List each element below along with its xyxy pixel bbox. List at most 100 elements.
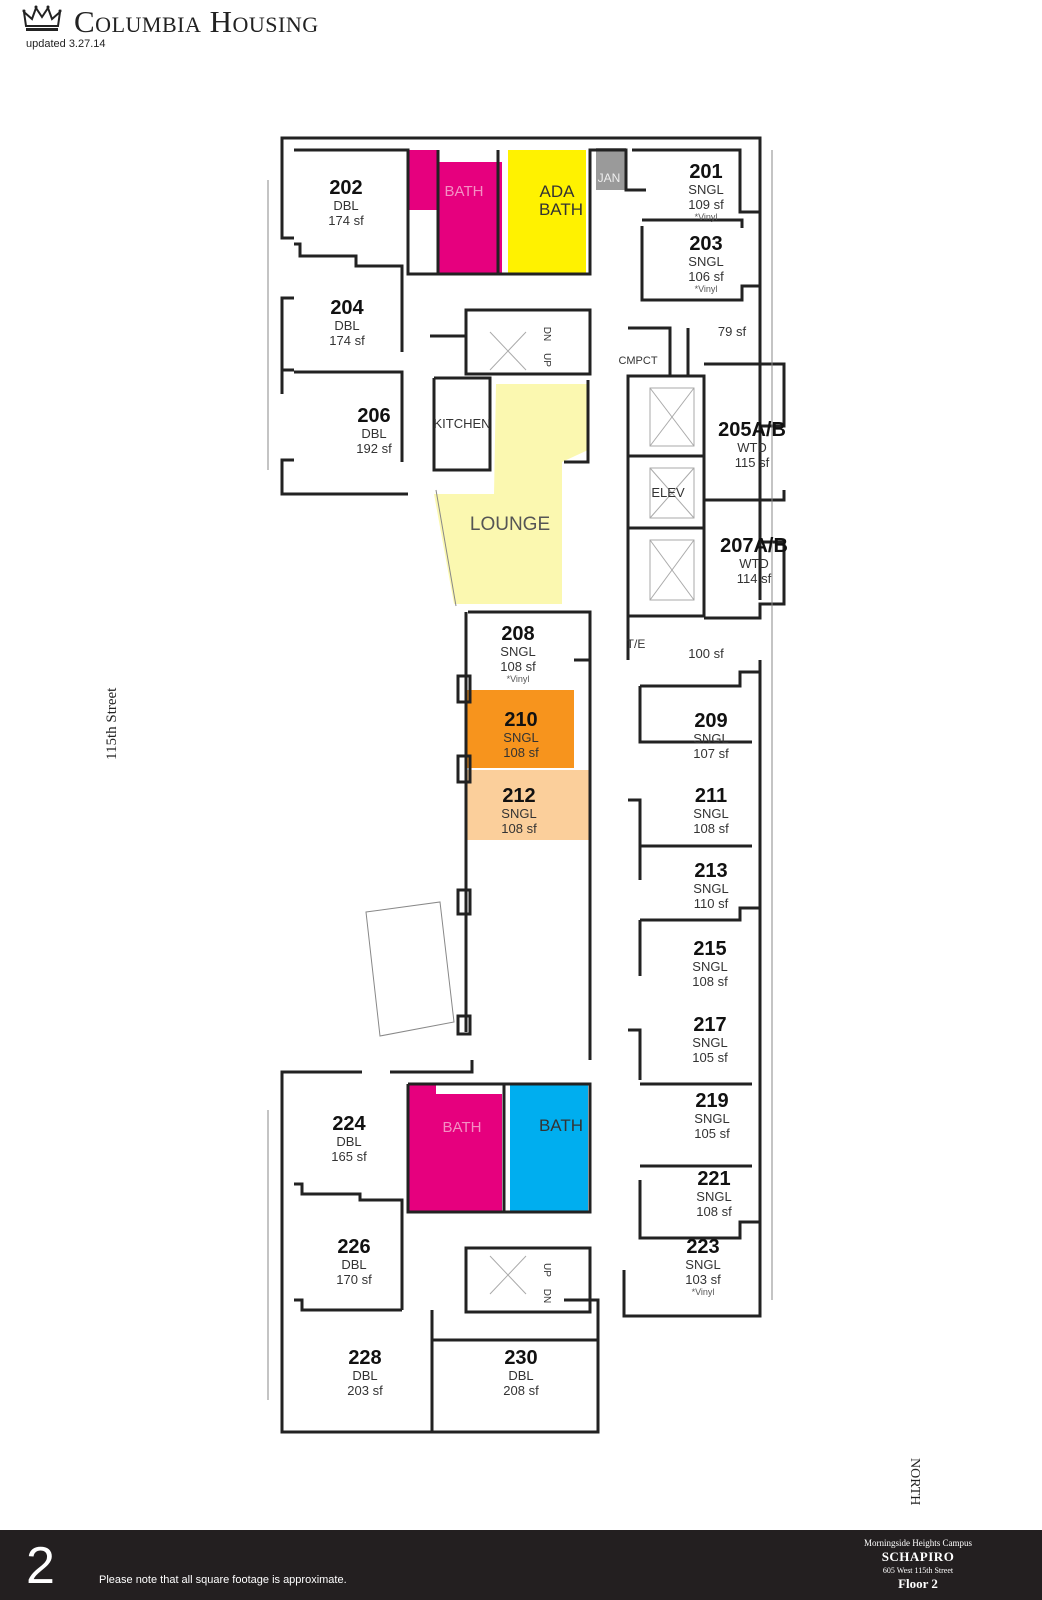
room-type: SNGL [692,1035,727,1050]
room-area: 105 sf [692,1050,728,1065]
lounge-area [434,384,588,604]
elev-label: ELEV [651,485,685,500]
stair-dn-north: DN [541,327,552,341]
room-type: DBL [361,426,386,441]
bath-pink-north [409,150,502,274]
room-area: 105 sf [694,1126,730,1141]
room-210-fill [466,690,574,768]
room-number-217: 217 [693,1014,726,1036]
room-number-213: 213 [694,860,727,882]
room-type: SNGL [688,254,723,269]
room-area: 174 sf [328,213,364,228]
ada-label: ADA [540,182,576,201]
room-type: WTD [737,440,767,455]
area-79-label: 79 sf [718,324,747,339]
room-number-208: 208 [501,623,534,645]
room-area: 108 sf [693,821,729,836]
room-number-209: 209 [694,710,727,732]
room-type: SNGL [693,731,728,746]
area-100-label: 100 sf [688,646,724,661]
room-area: 110 sf [694,896,729,911]
room-number-228: 228 [348,1347,381,1369]
room-type: DBL [508,1368,533,1383]
bath-label-south: BATH [443,1119,482,1136]
room-number-207AB: 207A/B [720,535,788,557]
room-type: DBL [336,1134,361,1149]
bath-label-north: BATH [445,183,484,200]
room-note: *Vinyl [692,1287,715,1297]
te-label: T/E [627,637,646,651]
janitor-gray [596,148,626,190]
floor-number: 2 [26,1537,55,1595]
room-area: 108 sf [696,1204,732,1219]
room-type: DBL [334,318,359,333]
crown-logo-icon [22,5,62,31]
room-number-203: 203 [689,233,722,255]
jan-label: JAN [598,171,621,185]
room-area: 115 sf [735,455,770,470]
room-area: 208 sf [503,1383,539,1398]
ada-bath-yellow [508,150,586,274]
room-area: 174 sf [329,333,365,348]
building-name: SCHAPIRO [881,1549,955,1565]
room-type: SNGL [688,182,723,197]
room-area: 170 sf [336,1272,372,1287]
lounge-label: LOUNGE [470,514,550,535]
stair-up-north: UP [541,353,552,367]
room-number-223: 223 [686,1236,719,1258]
room-area: 114 sf [737,571,772,586]
footer-bar: 2 Please note that all square footage is… [0,1530,1042,1600]
room-type: DBL [341,1257,366,1272]
room-number-204: 204 [330,297,364,319]
room-number-211: 211 [695,785,727,807]
room-area: 109 sf [688,197,724,212]
room-type: SNGL [692,959,727,974]
bath-pink-south [408,1084,502,1212]
bath-label-blue: BATH [539,1116,583,1135]
room-type: SNGL [693,881,728,896]
room-type: SNGL [696,1189,731,1204]
room-area: 165 sf [331,1149,367,1164]
kitchen-label: KITCHEN [433,416,490,431]
room-type: SNGL [500,644,535,659]
room-type: SNGL [694,1111,729,1126]
room-area: 103 sf [685,1272,721,1287]
campus-name: Morningside Heights Campus [864,1538,972,1548]
room-number-219: 219 [695,1090,728,1112]
room-area: 108 sf [503,745,539,760]
room-number-206: 206 [357,405,390,427]
room-number-221: 221 [697,1168,730,1190]
stair-dn-south: DN [541,1289,552,1303]
stair-up-south: UP [541,1263,552,1277]
bath-blue [510,1084,588,1212]
room-type: SNGL [501,806,536,821]
floor-plan: BATH ADA BATH JAN KITCHEN LOUNGE ELEV CM… [267,136,788,1434]
cmpct-label: CMPCT [618,355,657,367]
room-note: *Vinyl [695,212,718,222]
room-area: 203 sf [347,1383,383,1398]
room-area: 106 sf [688,269,724,284]
room-number-226: 226 [337,1236,370,1258]
room-number-205AB: 205A/B [718,419,786,441]
room-area: 108 sf [692,974,728,989]
footer-note: Please note that all square footage is a… [99,1574,347,1586]
room-number-212: 212 [502,785,535,807]
walls [280,136,786,1434]
room-area: 108 sf [501,821,537,836]
room-number-230: 230 [504,1347,537,1369]
building-address: 605 West 115th Street [882,1565,954,1575]
room-number-224: 224 [332,1113,366,1135]
page-title: Columbia Housing [74,4,319,39]
window-lines [267,150,773,1400]
room-type: DBL [352,1368,377,1383]
room-type: DBL [333,198,358,213]
room-type: SNGL [503,730,538,745]
room-type: WTD [739,556,769,571]
updated-date: updated 3.27.14 [26,38,106,50]
room-type: SNGL [685,1257,720,1272]
room-area: 192 sf [356,441,392,456]
room-number-210: 210 [504,709,537,731]
room-212-fill [466,770,590,840]
room-note: *Vinyl [695,284,718,294]
